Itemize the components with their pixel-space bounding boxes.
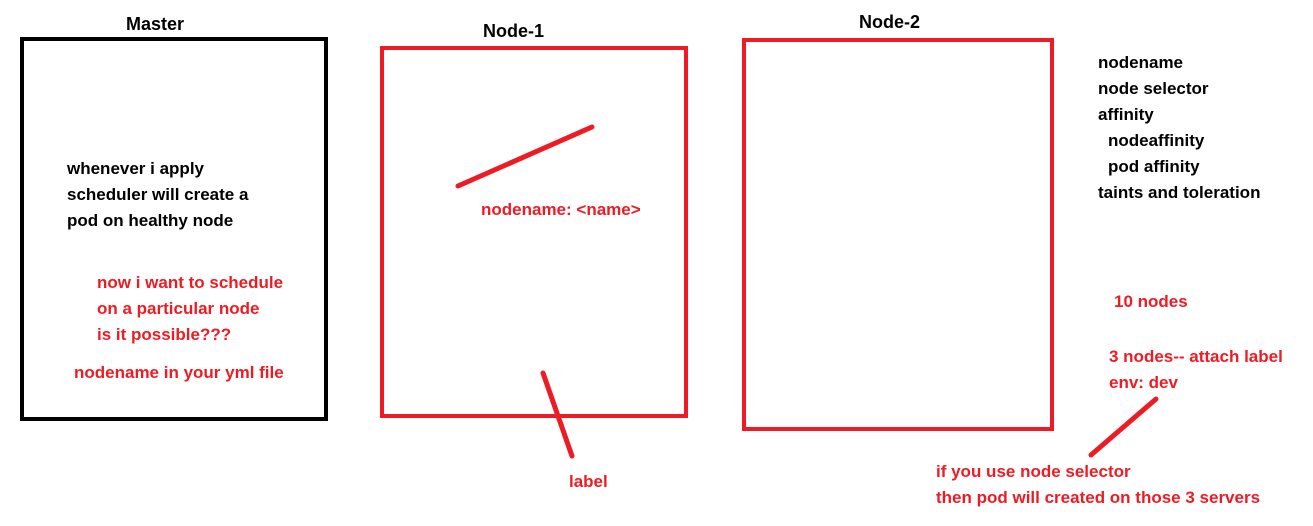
- node-2-title: Node-2: [859, 12, 921, 32]
- master-question-line-1: now i want to schedule: [97, 273, 284, 292]
- node-1-pointer-stroke: [455, 124, 595, 189]
- selector-result-line-1: if you use node selector: [936, 462, 1131, 481]
- option-node-selector: node selector: [1098, 79, 1209, 98]
- label-pointer-stroke: [540, 370, 575, 459]
- node-1-nodename-note: nodename: <name>: [481, 200, 641, 219]
- label-note: label: [569, 472, 608, 491]
- selector-result-line-2: then pod will created on those 3 servers: [936, 488, 1261, 507]
- selector-node-count: 10 nodes: [1114, 292, 1188, 311]
- master-box: [20, 37, 328, 421]
- master-title: Master: [126, 14, 185, 34]
- node-2-box: [742, 38, 1054, 431]
- option-pod-affinity: pod affinity: [1108, 157, 1200, 176]
- master-question-line-2: on a particular node: [97, 299, 260, 318]
- master-note-line-1: whenever i apply: [67, 159, 204, 178]
- option-taints-and-toleration: taints and toleration: [1098, 183, 1261, 202]
- node-1-box: [380, 46, 688, 418]
- option-affinity: affinity: [1098, 105, 1154, 124]
- master-answer: nodename in your yml file: [74, 363, 284, 382]
- option-nodename: nodename: [1098, 53, 1184, 72]
- master-question-line-3: is it possible???: [97, 325, 232, 344]
- master-note-line-3: pod on healthy node: [67, 211, 234, 230]
- selector-attach-line-2: env: dev: [1109, 373, 1178, 392]
- selector-attach-line-1: 3 nodes-- attach label: [1109, 347, 1283, 366]
- option-nodeaffinity: nodeaffinity: [1108, 131, 1205, 150]
- node-1-title: Node-1: [483, 21, 545, 41]
- master-note-line-2: scheduler will create a: [67, 185, 249, 204]
- selector-pointer-stroke: [1088, 396, 1159, 458]
